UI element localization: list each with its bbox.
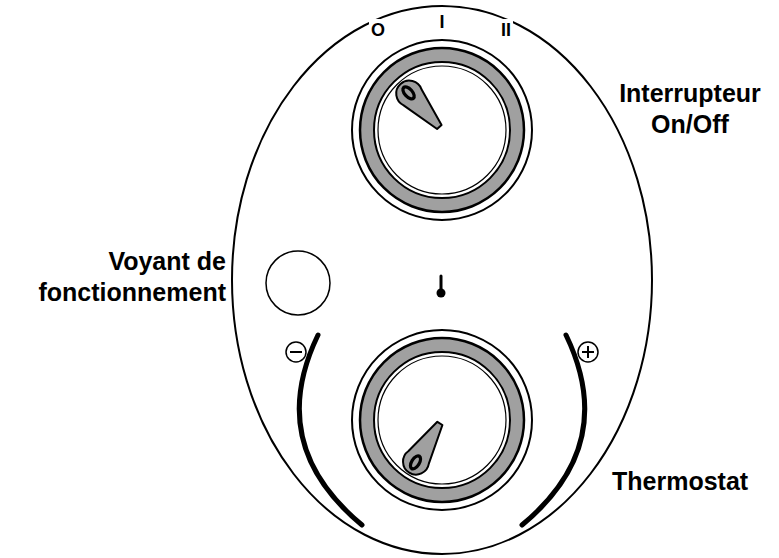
- minus-symbol: [286, 342, 306, 362]
- callout-label: Voyant de fonctionnement: [4, 246, 226, 309]
- panel-outline: [232, 6, 652, 554]
- switch-position: II: [499, 19, 513, 42]
- scale-arc-left: [299, 335, 362, 525]
- thermostat-knob: [352, 330, 532, 510]
- thermometer-symbol: [437, 276, 446, 298]
- switch-knob: [352, 40, 532, 220]
- callout-label: Thermostat: [612, 466, 772, 497]
- scale-arc-right: [522, 335, 585, 525]
- switch-position: O: [369, 19, 387, 42]
- callout-label: Interrupteur On/Off: [606, 78, 774, 141]
- plus-symbol: [578, 342, 598, 362]
- switch-position: I: [437, 11, 446, 34]
- indicator-light: [266, 251, 330, 315]
